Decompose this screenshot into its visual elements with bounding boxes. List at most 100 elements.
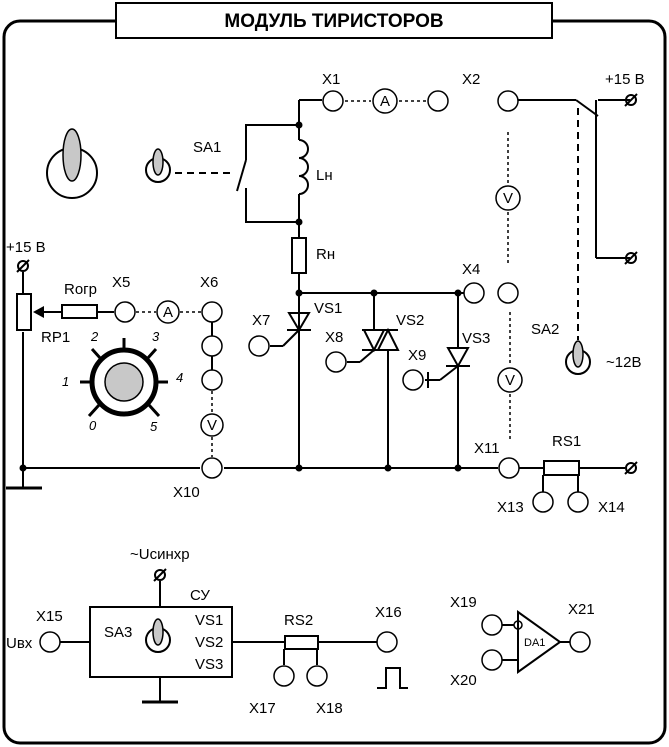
x9-label: X9 <box>408 347 426 364</box>
uin-label: Uвх <box>6 635 33 652</box>
sa1-label: SA1 <box>193 139 221 156</box>
usync-terminal <box>153 568 167 582</box>
sa3-toggle[interactable] <box>145 618 171 653</box>
terminal-x4[interactable] <box>497 282 519 304</box>
terminal-x18[interactable] <box>306 665 328 687</box>
vs3-thyristor <box>446 347 470 369</box>
voltmeter-lower <box>497 367 523 393</box>
terminal-x2a[interactable] <box>427 90 449 112</box>
x19-label: X19 <box>450 594 477 611</box>
ammeter-left-label: A <box>163 304 173 321</box>
sa1-toggle[interactable] <box>145 148 171 183</box>
inductor-ln <box>298 139 309 195</box>
terminal-x8[interactable] <box>325 351 347 373</box>
pulse-icon <box>377 667 408 689</box>
x21-label: X21 <box>568 601 595 618</box>
dial-mark-5: 5 <box>150 419 158 434</box>
terminal-x5[interactable] <box>114 301 136 323</box>
x11-label: X11 <box>474 440 500 457</box>
junction <box>295 289 303 297</box>
ammeter-top <box>372 88 398 114</box>
terminal-x14[interactable] <box>567 491 589 513</box>
vs1-gate <box>282 329 300 347</box>
vs2-gate <box>359 349 375 363</box>
terminal-x6c[interactable] <box>201 369 223 391</box>
sa1-wire-bottom <box>245 188 299 223</box>
ac12-label: ~12В <box>606 354 641 371</box>
dial-mark-1: 1 <box>62 374 69 389</box>
x5-label: X5 <box>112 274 130 291</box>
cu-out-vs3: VS3 <box>195 656 223 673</box>
vs3-gate <box>439 365 459 381</box>
dial-mark-3: 3 <box>152 329 160 344</box>
x8-label: X8 <box>325 329 343 346</box>
terminal-x19[interactable] <box>481 614 503 636</box>
x6-label: X6 <box>200 274 218 291</box>
vs2-triac-a <box>362 329 386 353</box>
terminal-x13[interactable] <box>532 491 554 513</box>
title-box <box>115 2 553 39</box>
voltmeter-upper-label: V <box>503 190 513 207</box>
rp1-dial[interactable] <box>80 338 168 418</box>
terminal-x21[interactable] <box>569 631 591 653</box>
rn-label: Rн <box>316 246 335 263</box>
x18-label: X18 <box>316 700 343 717</box>
terminal-x6b[interactable] <box>201 335 223 357</box>
ammeter-top-label: A <box>380 93 390 110</box>
rogr-label: Rогр <box>64 281 97 298</box>
terminal-x1[interactable] <box>322 90 344 112</box>
terminal-x7[interactable] <box>248 335 270 357</box>
sa1-wire-top <box>245 124 299 160</box>
page-title: МОДУЛЬ ТИРИСТОРОВ <box>224 11 443 32</box>
x16-label: X16 <box>375 604 402 621</box>
cu-out-vs1: VS1 <box>195 612 223 629</box>
terminal-x2[interactable] <box>497 90 519 112</box>
dial-mark-0: 0 <box>89 418 97 433</box>
junction <box>384 464 392 472</box>
plus15-right-label: +15 В <box>605 71 645 88</box>
sa2-blade-top <box>575 99 599 117</box>
resistor-rn <box>291 237 307 274</box>
vs2-label: VS2 <box>396 312 424 329</box>
cu-out-vs2: VS2 <box>195 634 223 651</box>
x15-label: X15 <box>36 608 63 625</box>
junction <box>454 464 462 472</box>
x4-label: X4 <box>462 261 480 278</box>
ln-label: Lн <box>316 167 333 184</box>
x1-label: X1 <box>322 71 340 88</box>
shunt-rs2 <box>284 635 319 650</box>
x17-label: X17 <box>249 700 276 717</box>
potentiometer-rp1 <box>16 293 32 331</box>
terminal-x20[interactable] <box>481 649 503 671</box>
junction <box>295 464 303 472</box>
rp1-wiper <box>33 306 44 318</box>
voltmeter-upper <box>495 185 521 211</box>
terminal-x6[interactable] <box>201 301 223 323</box>
x13-label: X13 <box>497 499 524 516</box>
da1-label: DA1 <box>524 637 545 649</box>
terminal-x17[interactable] <box>273 665 295 687</box>
terminal-x15[interactable] <box>39 631 61 653</box>
plus15-terminal-left <box>16 259 30 273</box>
x14-label: X14 <box>598 499 625 516</box>
rp1-label: RP1 <box>41 329 70 346</box>
terminal-x4a[interactable] <box>463 282 485 304</box>
terminal-x16[interactable] <box>376 631 398 653</box>
x10-label: X10 <box>173 484 200 501</box>
vs3-label: VS3 <box>462 330 490 347</box>
resistor-rogr <box>61 304 98 319</box>
plus15-terminal-right <box>624 93 638 107</box>
sa2-toggle[interactable] <box>565 340 591 375</box>
opamp-da1 <box>517 610 562 674</box>
sa2-label: SA2 <box>531 321 559 338</box>
terminal-x11[interactable] <box>498 457 520 479</box>
voltmeter-left <box>200 413 224 437</box>
usync-label: ~Uсинхр <box>130 546 190 563</box>
terminal-x9[interactable] <box>402 369 424 391</box>
junction <box>295 218 303 226</box>
rs2-label: RS2 <box>284 612 313 629</box>
main-power-toggle[interactable] <box>46 128 98 199</box>
vs2-triac-b <box>376 327 400 351</box>
terminal-x10[interactable] <box>201 457 223 479</box>
